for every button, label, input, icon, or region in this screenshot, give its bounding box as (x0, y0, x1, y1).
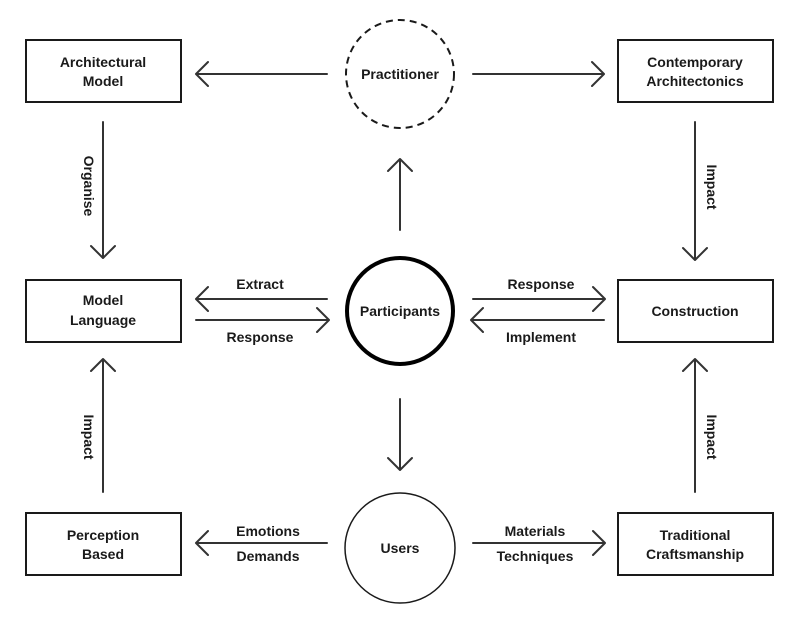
practitioner-label: Practitioner (361, 66, 439, 82)
architectural-model-label-line1: Architectural (60, 54, 146, 70)
users-label: Users (381, 540, 420, 556)
model-language-label-line1: Model (83, 292, 123, 308)
participants-label: Participants (360, 303, 440, 319)
arrow-participants-to-construction (472, 286, 606, 312)
edge-label-response-left: Response (227, 329, 294, 345)
traditional-craftsmanship-label-line2: Craftsmanship (646, 546, 744, 562)
model-language-label-line2: Language (70, 312, 136, 328)
edge-label-organise: Organise (81, 156, 97, 217)
node-participants: Participants (345, 256, 455, 366)
contemporary-architectonics-label-line1: Contemporary (647, 54, 743, 70)
edge-label-impact-bottom-left: Impact (81, 414, 97, 459)
node-perception-based: Perception Based (25, 512, 182, 576)
construction-box (617, 279, 774, 343)
arrow-architectural-model-to-model-language (90, 121, 116, 259)
arrow-model-language-to-participants (195, 307, 330, 333)
arrow-users-to-traditional (472, 530, 606, 556)
traditional-craftsmanship-box (617, 512, 774, 576)
arrow-practitioner-to-architectural-model (195, 61, 328, 87)
node-architectural-model: Architectural Model (25, 39, 182, 103)
edge-label-techniques: Techniques (497, 548, 574, 564)
traditional-craftsmanship-label-line1: Traditional (660, 527, 731, 543)
arrow-contemporary-to-construction (682, 121, 708, 261)
node-practitioner: Practitioner (345, 19, 455, 129)
edge-label-materials: Materials (505, 523, 566, 539)
perception-based-label-line2: Based (82, 546, 124, 562)
edge-label-emotions: Emotions (236, 523, 300, 539)
edge-label-response-right: Response (508, 276, 575, 292)
arrow-participants-to-users (387, 398, 413, 471)
node-contemporary-architectonics: Contemporary Architectonics (617, 39, 774, 103)
practitioner-circle (345, 19, 455, 129)
perception-based-box (25, 512, 182, 576)
contemporary-architectonics-label-line2: Architectonics (646, 73, 743, 89)
node-users: Users (344, 492, 456, 604)
perception-based-label-line1: Perception (67, 527, 139, 543)
model-language-box (25, 279, 182, 343)
edge-label-implement: Implement (506, 329, 576, 345)
arrow-traditional-to-construction (682, 358, 708, 493)
arrow-participants-to-practitioner (387, 158, 413, 231)
node-model-language: Model Language (25, 279, 182, 343)
contemporary-architectonics-box (617, 39, 774, 103)
participants-circle (345, 256, 455, 366)
arrow-perception-to-model-language (90, 358, 116, 493)
users-circle (344, 492, 456, 604)
arrow-users-to-perception (195, 530, 328, 556)
edge-label-extract: Extract (236, 276, 284, 292)
edge-label-demands: Demands (236, 548, 299, 564)
node-construction: Construction (617, 279, 774, 343)
arrow-participants-to-model-language (195, 286, 328, 312)
edge-label-impact-bottom-right: Impact (704, 414, 720, 459)
architectural-model-box (25, 39, 182, 103)
node-traditional-craftsmanship: Traditional Craftsmanship (617, 512, 774, 576)
arrow-construction-to-participants (470, 307, 605, 333)
architectural-model-label-line2: Model (83, 73, 123, 89)
construction-label: Construction (651, 303, 738, 319)
edge-label-impact-top-right: Impact (704, 164, 720, 209)
arrow-practitioner-to-contemporary (472, 61, 605, 87)
